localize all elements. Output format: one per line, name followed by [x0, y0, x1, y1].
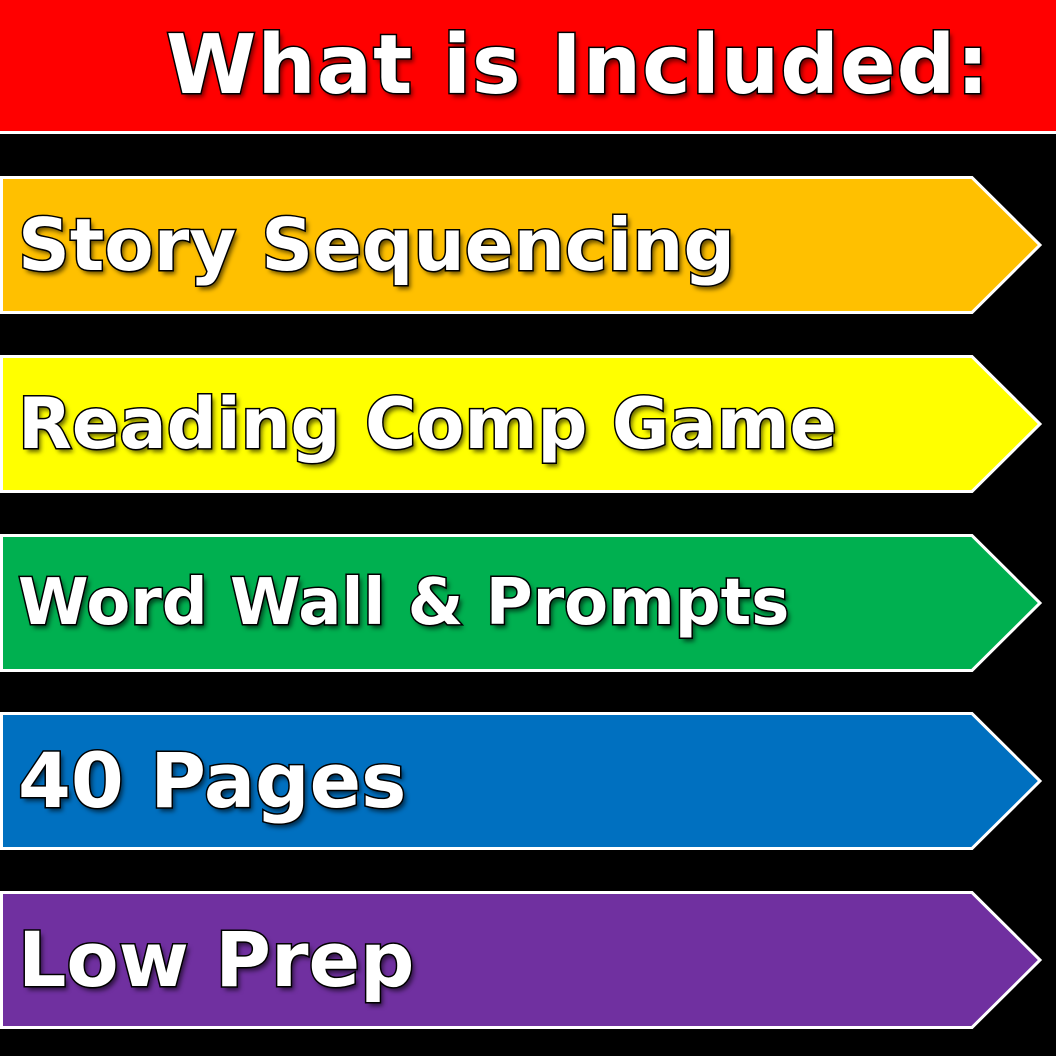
arrow-shape: [0, 712, 1043, 850]
arrow-banner-story-sequencing: Story Sequencing: [0, 176, 1044, 314]
arrow-shape: [0, 891, 1043, 1029]
arrow-label: Low Prep: [16, 914, 415, 1006]
arrow-banner-40-pages: 40 Pages: [0, 712, 1044, 850]
title-banner: What is Included:: [0, 0, 1056, 134]
arrow-banner-reading-comp-game: Reading Comp Game: [0, 355, 1044, 493]
arrow-label: Story Sequencing: [17, 202, 737, 289]
arrow-shape: [0, 534, 1043, 672]
arrow-banner-low-prep: Low Prep: [0, 891, 1044, 1029]
arrow-label: Word Wall & Prompts: [16, 565, 790, 642]
arrow-shape: [0, 355, 1043, 493]
arrow-banner-word-wall-prompts: Word Wall & Prompts: [0, 534, 1044, 672]
arrow-label: Reading Comp Game: [16, 382, 838, 467]
page-title: What is Included:: [164, 17, 991, 115]
arrow-label: 40 Pages: [16, 735, 407, 827]
arrow-shape: [0, 176, 1043, 314]
